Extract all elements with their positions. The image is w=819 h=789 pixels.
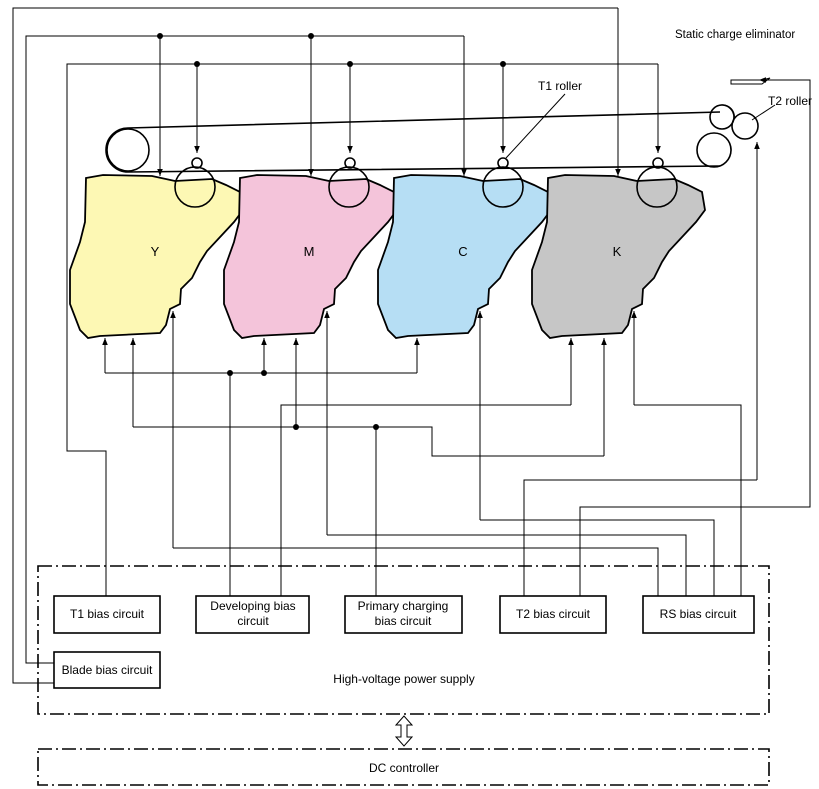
cartridge-m: M (223, 157, 398, 339)
static-charge-eliminator: Static charge eliminator (675, 29, 795, 85)
static-charge-eliminator-label: Static charge eliminator (675, 29, 795, 41)
k-drum (636, 166, 678, 208)
bidirectional-link-arrow (394, 715, 414, 747)
t2-bias-circuit: T2 bias circuit (499, 595, 607, 634)
cartridge-label-c: C (458, 244, 467, 259)
cartridge-k: K (531, 157, 706, 339)
rs-bias-circuit-label: RS bias circuit (660, 607, 737, 621)
primary-charging-wiring (130, 338, 607, 596)
blade-bias-wiring (12, 7, 621, 684)
dc-controller-label: DC controller (369, 761, 439, 775)
primary-charging-bias-circuit-label-2: bias circuit (375, 614, 432, 628)
belt-tension-roller (709, 104, 735, 130)
y-t1-roller (191, 157, 203, 169)
high-voltage-power-supply-label: High-voltage power supply (333, 672, 474, 686)
cartridge-y: Y (69, 157, 244, 339)
rs-bias-wiring (25, 33, 467, 664)
transfer-belt (105, 104, 759, 173)
developing-bias-circuit-label-1: Developing bias (210, 599, 295, 613)
t1-roller-label: T1 roller (538, 79, 582, 93)
c-drum (482, 166, 524, 208)
rs-bias-circuit: RS bias circuit (642, 595, 755, 634)
t2-bias-wiring (523, 79, 811, 596)
t2-bias-circuit-label: T2 bias circuit (516, 607, 591, 621)
belt-drive-roller (106, 128, 150, 172)
developing-bias-wiring (102, 338, 574, 596)
t2-roller-callout: T2 roller (751, 94, 812, 121)
cartridge-label-y: Y (151, 244, 160, 259)
t2-roller (731, 112, 759, 140)
rs-cartridge-wiring (170, 311, 742, 596)
cartridge-label-m: M (304, 244, 315, 259)
high-voltage-power-supply-border (37, 565, 770, 715)
primary-charging-bias-circuit-label-1: Primary charging (358, 599, 449, 613)
t1-roller-callout: T1 roller (505, 79, 582, 159)
t1-bias-wiring (66, 61, 661, 596)
cartridge-label-k: K (613, 244, 622, 259)
t1-bias-circuit-label: T1 bias circuit (70, 607, 145, 621)
t2-roller-label: T2 roller (768, 94, 812, 108)
cartridge-c: C (377, 157, 552, 339)
m-t1-roller (344, 157, 356, 169)
blade-bias-circuit-label: Blade bias circuit (62, 663, 153, 677)
k-t1-roller (652, 157, 664, 169)
developing-bias-circuit-label-2: circuit (237, 614, 269, 628)
primary-charging-bias-circuit: Primary charging bias circuit (344, 595, 463, 634)
dc-controller-border (37, 748, 770, 786)
t1-bias-circuit: T1 bias circuit (53, 595, 161, 634)
m-drum (328, 166, 370, 208)
developing-bias-circuit: Developing bias circuit (195, 595, 310, 634)
blade-bias-circuit: Blade bias circuit (53, 651, 161, 689)
c-t1-roller (497, 157, 509, 169)
